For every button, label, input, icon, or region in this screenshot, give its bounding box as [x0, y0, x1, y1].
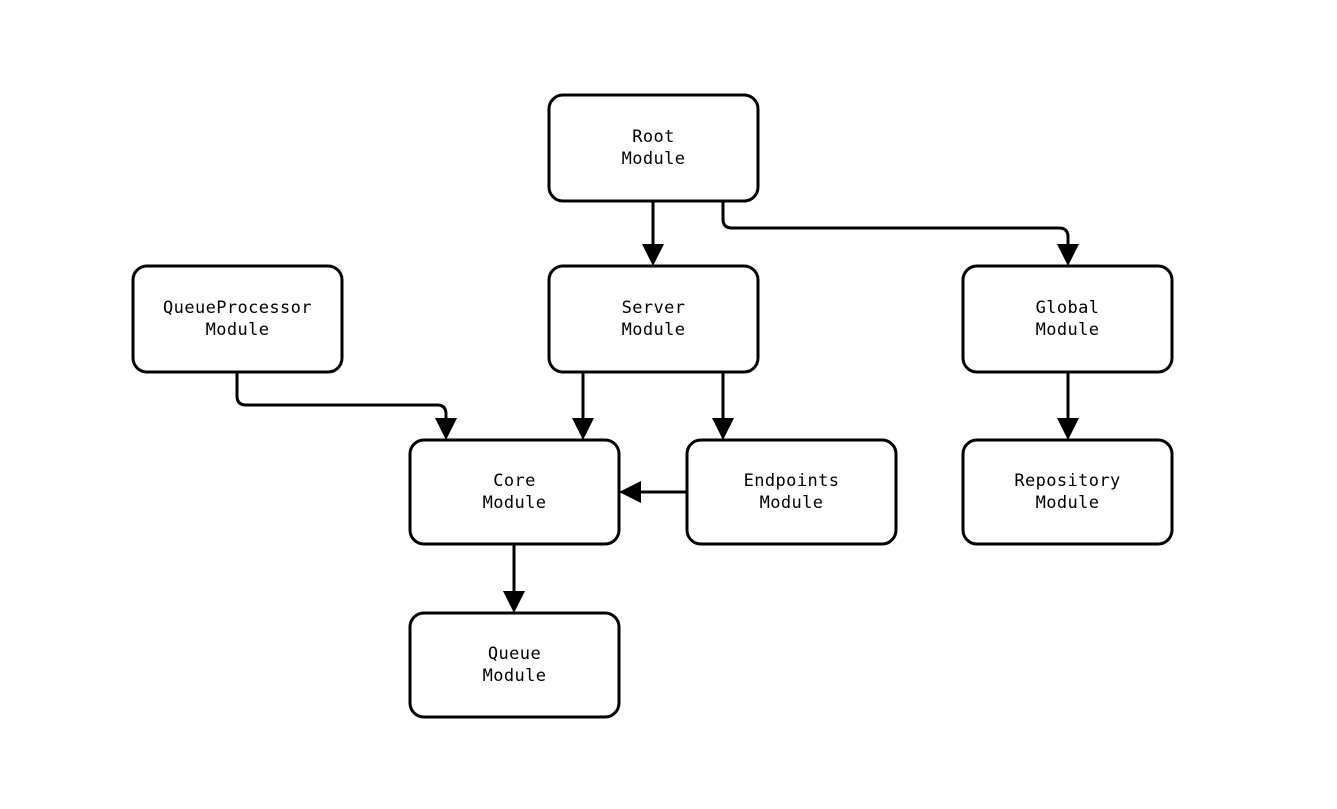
- arrowhead-icon: [712, 418, 734, 440]
- node-box[interactable]: [961, 264, 1174, 374]
- edge-server-to-core: [572, 372, 594, 440]
- node-box[interactable]: [961, 438, 1174, 546]
- arrowhead-icon: [572, 418, 594, 440]
- node-label-line1: Queue: [488, 644, 541, 664]
- arrowhead-icon: [435, 418, 457, 440]
- node-label-line2: Module: [1036, 493, 1100, 513]
- node-label-line2: Module: [760, 493, 824, 513]
- node-label-line2: Module: [1036, 320, 1100, 340]
- edge-global-to-repository: [1057, 372, 1079, 440]
- arrowhead-icon: [503, 591, 525, 613]
- node-label-line2: Module: [622, 149, 686, 169]
- edge-root-to-global: [721, 201, 1079, 266]
- nodes-layer: RootModuleQueueProcessorModuleServerModu…: [131, 93, 1174, 719]
- node-box[interactable]: [547, 93, 760, 203]
- arrowhead-icon: [642, 244, 664, 266]
- edge-server-to-endpoints: [712, 372, 734, 440]
- node-label-line1: Root: [632, 127, 675, 147]
- node-label-line1: QueueProcessor: [163, 298, 312, 318]
- arrowhead-icon: [619, 481, 641, 503]
- edge-line: [721, 201, 1070, 250]
- node-label-line1: Global: [1036, 298, 1100, 318]
- node-label-line2: Module: [622, 320, 686, 340]
- node-label-line2: Module: [483, 493, 547, 513]
- node-label-line2: Module: [206, 320, 270, 340]
- edge-line: [235, 372, 448, 424]
- edge-endpoints-to-core: [619, 481, 687, 503]
- node-label-line2: Module: [483, 666, 547, 686]
- node-box[interactable]: [408, 438, 621, 546]
- edge-root-to-server: [642, 201, 664, 266]
- node-label-line1: Server: [622, 298, 686, 318]
- node-label-line1: Core: [493, 471, 536, 491]
- node-box[interactable]: [547, 264, 760, 374]
- node-label-line1: Endpoints: [744, 471, 840, 491]
- node-box[interactable]: [685, 438, 898, 546]
- edges-layer: [235, 201, 1079, 613]
- node-box[interactable]: [131, 264, 344, 374]
- node-label-line1: Repository: [1014, 471, 1120, 491]
- arrowhead-icon: [1057, 244, 1079, 266]
- edge-queueprocessor-to-core: [235, 372, 457, 440]
- edge-core-to-queue: [503, 544, 525, 613]
- arrowhead-icon: [1057, 418, 1079, 440]
- node-box[interactable]: [408, 611, 621, 719]
